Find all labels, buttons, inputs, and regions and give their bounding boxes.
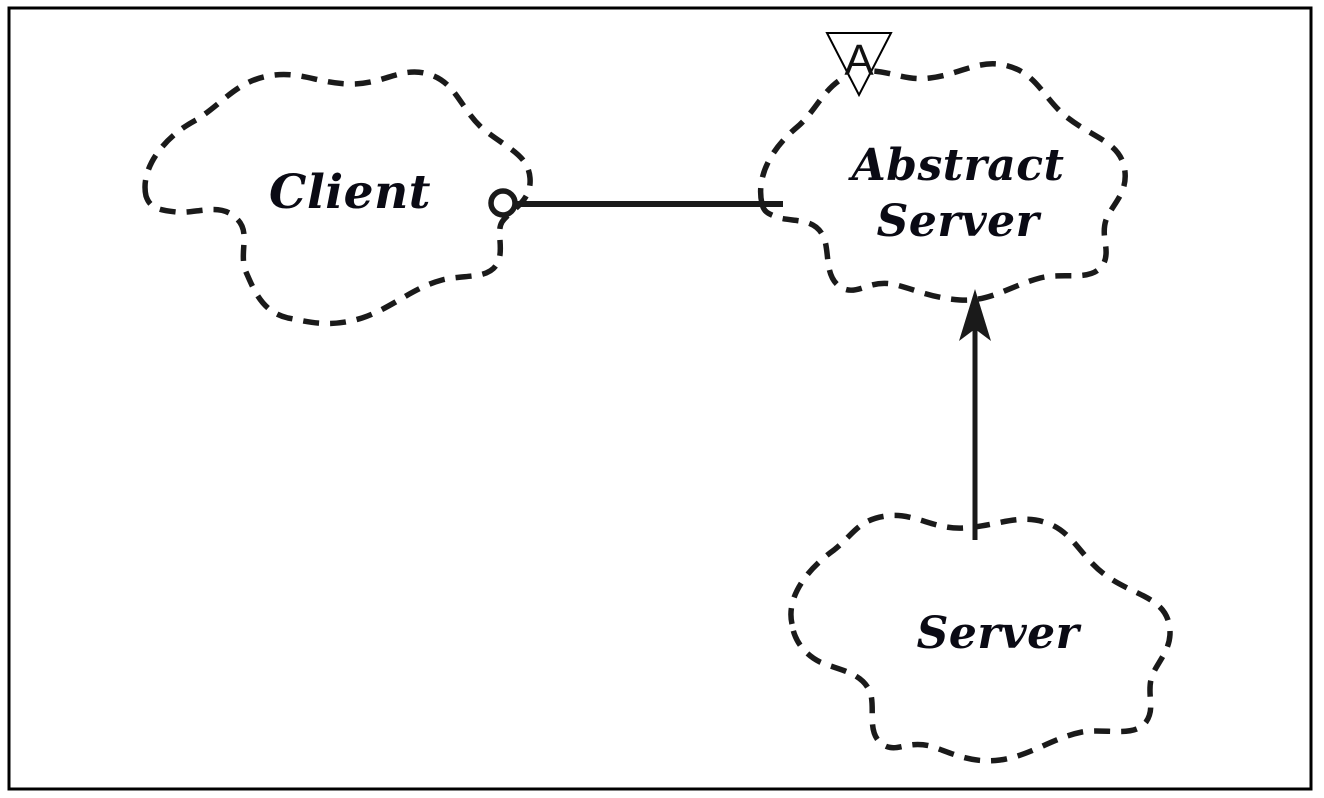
node-abstract-server[interactable]: Abstract Server xyxy=(757,61,1128,303)
node-server[interactable]: Server xyxy=(788,512,1173,764)
client-label: Client xyxy=(269,165,431,220)
inheritance-arrowhead-icon xyxy=(959,289,991,341)
connector-server-inherits-abstract-server[interactable] xyxy=(959,289,991,540)
abstract-server-label-line-2: Server xyxy=(877,196,1042,247)
diagram-frame-border xyxy=(7,6,1313,791)
lollipop-interface-ball-icon[interactable] xyxy=(488,188,518,218)
abstract-marker-triangle-icon xyxy=(825,32,893,98)
server-cloud-outline[interactable] xyxy=(788,512,1173,764)
client-cloud-outline[interactable] xyxy=(142,69,533,327)
abstract-class-marker[interactable]: A xyxy=(825,32,893,98)
abstract-marker-letter: A xyxy=(844,36,874,85)
node-client[interactable]: Client xyxy=(142,69,533,327)
server-label: Server xyxy=(917,608,1082,659)
abstract-server-label-line-1: Abstract xyxy=(848,140,1065,191)
connector-client-to-abstract-server[interactable] xyxy=(488,188,783,218)
abstract-server-cloud-outline[interactable] xyxy=(757,61,1128,303)
